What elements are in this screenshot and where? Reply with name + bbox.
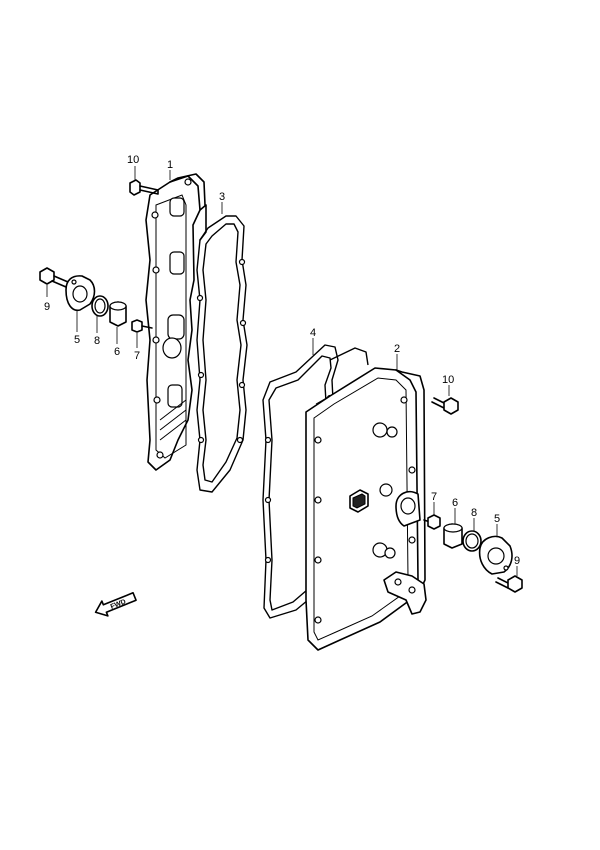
callout-8-right: 8 — [471, 507, 477, 519]
callout-9-left: 9 — [44, 301, 50, 313]
sleeve-6-left — [109, 301, 127, 327]
part-3-gasket-left — [196, 215, 248, 493]
part-2-exhaust-cover — [305, 367, 427, 651]
callout-3: 3 — [219, 191, 225, 203]
callout-8-left: 8 — [94, 335, 100, 347]
bolt-9-right — [495, 575, 523, 593]
callout-5-left: 5 — [74, 334, 80, 346]
o-ring-8-left — [91, 295, 109, 317]
callout-7-right: 7 — [431, 491, 437, 503]
callout-6-right: 6 — [452, 497, 458, 509]
callout-10-right: 10 — [442, 374, 454, 386]
bolt-7-right — [423, 514, 441, 530]
o-ring-8-right — [462, 530, 482, 552]
sleeve-6-right — [443, 523, 463, 549]
flange-5-left — [65, 275, 96, 312]
fwd-label: FWD — [110, 598, 127, 610]
callout-4: 4 — [310, 327, 316, 339]
part-1-cover-plate — [145, 173, 207, 471]
callout-5-right: 5 — [494, 513, 500, 525]
flange-5-right — [478, 535, 513, 575]
fwd-arrow-icon: FWD — [94, 591, 137, 617]
bolt-10-right — [431, 397, 459, 415]
callout-2: 2 — [394, 343, 400, 355]
bolt-7-left — [131, 319, 153, 333]
callout-10-left: 10 — [127, 154, 139, 166]
callout-1: 1 — [167, 159, 173, 171]
leader-lines — [46, 166, 518, 576]
bolt-9-left — [39, 267, 69, 288]
callout-9-right: 9 — [514, 555, 520, 567]
callout-7-left: 7 — [134, 350, 140, 362]
callout-labels: 10 1 3 9 5 8 6 7 4 2 10 7 6 8 5 9 — [44, 154, 520, 567]
callout-6-left: 6 — [114, 346, 120, 358]
bolt-10-left — [129, 179, 159, 196]
